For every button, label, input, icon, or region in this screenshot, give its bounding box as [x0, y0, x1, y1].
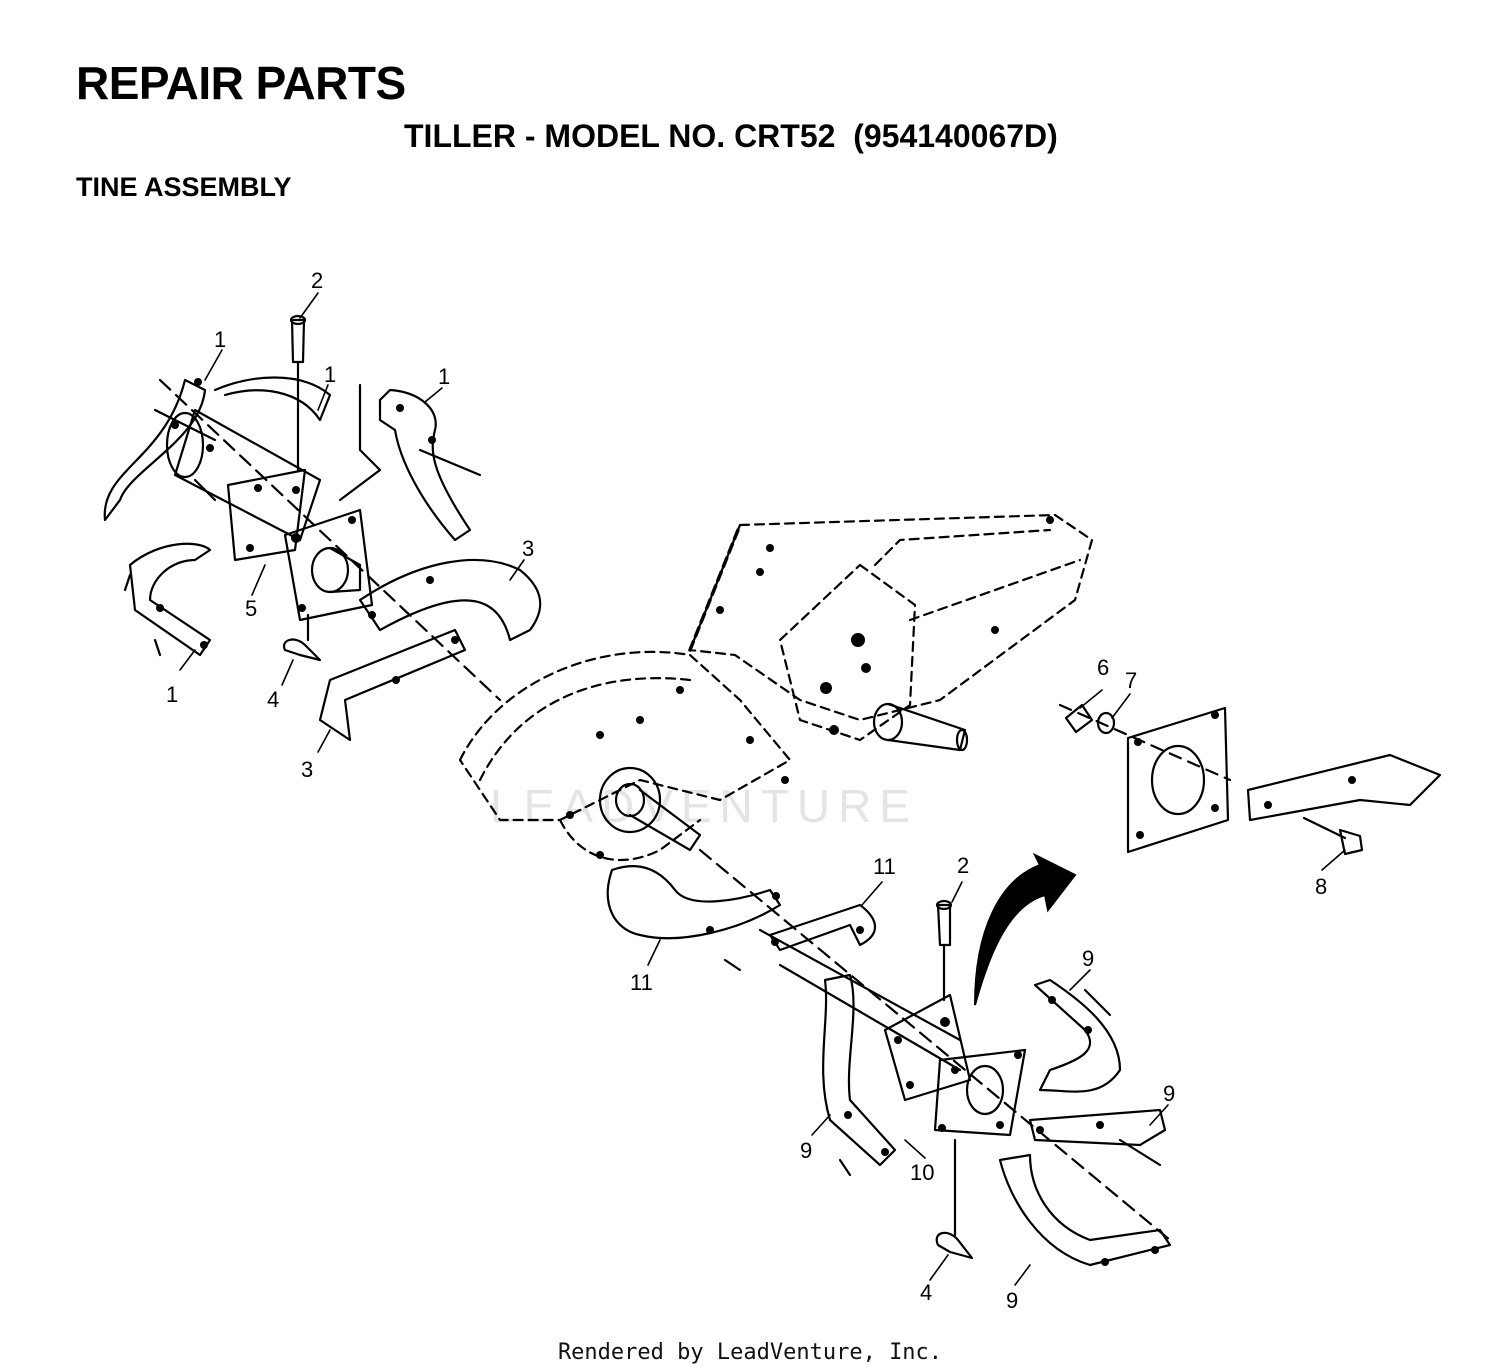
callout-11-lower: 11: [630, 970, 653, 995]
leader-lines: [179, 292, 1346, 1286]
housing-bolts: [566, 516, 1054, 859]
model-subtitle: TILLER - MODEL NO. CRT52 (954140067D): [404, 118, 1058, 154]
callout-1-top-right: 1: [438, 364, 450, 389]
callout-3-right: 3: [522, 536, 534, 561]
rotation-arrow-icon: [974, 852, 1077, 1006]
callout-8: 8: [1315, 874, 1327, 899]
clevis-pin-upper: [289, 314, 307, 472]
callout-4-upper: 4: [267, 687, 279, 712]
lower-right-tine-assembly: [606, 848, 1172, 1267]
hairpin-clip-upper: [282, 613, 322, 662]
callout-2-lower: 2: [957, 853, 969, 878]
callout-7: 7: [1125, 668, 1137, 693]
callout-11-upper: 11: [873, 854, 896, 879]
transmission-housing: [458, 513, 1094, 862]
hairpin-clip-lower: [935, 1138, 974, 1260]
callout-2-upper: 2: [311, 268, 323, 293]
callout-9-top: 9: [1082, 946, 1094, 971]
footer-credit: Rendered by LeadVenture, Inc.: [557, 1340, 943, 1365]
upper-left-tine-assembly: [103, 376, 542, 742]
page-title: REPAIR PARTS: [76, 57, 406, 109]
section-heading: TINE ASSEMBLY: [76, 172, 292, 202]
callout-6: 6: [1097, 655, 1109, 680]
output-shaft: [872, 702, 969, 752]
callout-5: 5: [245, 596, 257, 621]
callout-1-top-mid: 1: [324, 362, 336, 387]
callout-3-bottom: 3: [301, 757, 313, 782]
callout-9-bottom: 9: [1006, 1288, 1018, 1313]
callout-1-top-left: 1: [214, 327, 226, 352]
watermark: LEADVENTURE: [490, 780, 918, 832]
callout-9-left: 9: [800, 1138, 812, 1163]
right-hub-assembly: [1058, 703, 1442, 856]
clevis-pin-lower: [935, 899, 953, 1002]
callout-9-right: 9: [1163, 1081, 1175, 1106]
callout-1-bottom-left: 1: [166, 682, 178, 707]
hub-shaft: [598, 766, 702, 852]
callout-labels: 2 1 1 1 1 3 3 5 4 6 7 8 2 11 11 9 9 9 9 …: [166, 268, 1327, 1313]
callout-4-lower: 4: [920, 1280, 932, 1305]
callout-10: 10: [910, 1160, 934, 1185]
